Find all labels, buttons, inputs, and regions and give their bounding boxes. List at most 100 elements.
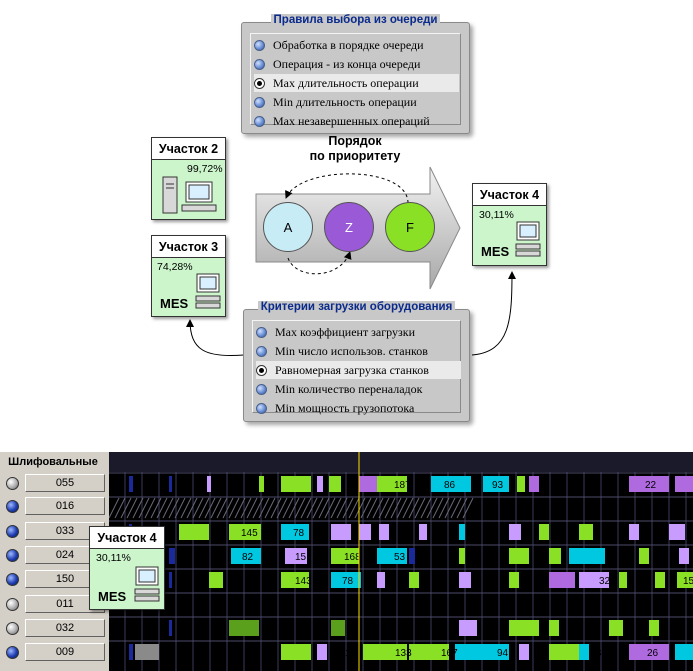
gantt-bar[interactable] xyxy=(609,620,623,636)
machine-row[interactable]: 009 xyxy=(0,641,108,663)
machine-code-button[interactable]: 011 xyxy=(25,595,105,613)
machine-row[interactable]: 024 xyxy=(0,544,108,566)
gantt-bar[interactable] xyxy=(419,524,427,540)
machine-row[interactable]: 011 xyxy=(0,593,108,615)
gantt-bar[interactable] xyxy=(229,620,259,636)
gantt-bar[interactable] xyxy=(281,524,309,540)
gantt-bar[interactable] xyxy=(129,476,133,492)
radio-icon[interactable] xyxy=(254,39,265,51)
gantt-bar[interactable] xyxy=(655,572,665,588)
radio-icon[interactable] xyxy=(256,345,267,357)
gantt-bar[interactable] xyxy=(629,476,669,492)
gantt-bar[interactable] xyxy=(619,572,627,588)
machine-code-button[interactable]: 150 xyxy=(25,570,105,588)
gantt-bar[interactable] xyxy=(509,548,529,564)
site-4-overlay-card[interactable]: Участок 4 30,11% MES xyxy=(89,526,165,610)
gantt-bar[interactable] xyxy=(207,476,211,492)
radio-icon[interactable] xyxy=(254,96,265,108)
gantt-bar[interactable] xyxy=(669,524,685,540)
gantt-bar[interactable] xyxy=(459,548,465,564)
machine-code-button[interactable]: 016 xyxy=(25,497,105,515)
gantt-bar[interactable] xyxy=(483,476,509,492)
gantt-bar[interactable] xyxy=(509,572,519,588)
gantt-bar[interactable] xyxy=(409,572,419,588)
gantt-bar[interactable] xyxy=(539,524,549,540)
gantt-bar[interactable] xyxy=(549,620,559,636)
gantt-bar[interactable] xyxy=(409,644,449,660)
gantt-bar[interactable] xyxy=(359,476,379,492)
criteria-option-min-changeovers[interactable]: Min количество переналадок xyxy=(256,380,461,398)
gantt-bar[interactable] xyxy=(519,644,529,660)
gantt-bar[interactable] xyxy=(409,548,415,564)
gantt-bar[interactable] xyxy=(169,548,175,564)
gantt-bar[interactable] xyxy=(509,620,539,636)
radio-checked-icon[interactable] xyxy=(256,364,267,376)
gantt-bar[interactable] xyxy=(629,524,639,540)
gantt-bar[interactable] xyxy=(517,476,525,492)
gantt-bar[interactable] xyxy=(331,620,345,636)
gantt-bar[interactable] xyxy=(459,524,465,540)
gantt-bar[interactable] xyxy=(317,644,327,660)
gantt-bar[interactable] xyxy=(135,644,159,660)
gantt-bar[interactable] xyxy=(639,548,649,564)
gantt-bar[interactable] xyxy=(363,644,407,660)
gantt-bar[interactable] xyxy=(317,476,323,492)
gantt-bar[interactable] xyxy=(579,644,589,660)
radio-icon[interactable] xyxy=(256,326,267,338)
criteria-option-max-load[interactable]: Max коэффициент загрузки xyxy=(256,323,461,341)
gantt-bar[interactable] xyxy=(129,644,133,660)
gantt-bar[interactable] xyxy=(179,524,209,540)
gantt-bar[interactable] xyxy=(209,572,223,588)
rule-option-max-duration[interactable]: Max длительность операции xyxy=(254,74,459,92)
radio-icon[interactable] xyxy=(254,115,265,127)
radio-icon[interactable] xyxy=(254,58,265,70)
gantt-bar[interactable] xyxy=(169,620,172,636)
gantt-bar[interactable] xyxy=(579,572,609,588)
machine-row[interactable]: 016 xyxy=(0,495,108,517)
gantt-bar[interactable] xyxy=(331,548,359,564)
gantt-bar[interactable] xyxy=(331,524,351,540)
site-4-card[interactable]: Участок 4 30,11% MES xyxy=(472,183,547,266)
gantt-bar[interactable] xyxy=(459,620,477,636)
rule-option-min-duration[interactable]: Min длительность операции xyxy=(254,93,459,111)
gantt-bar[interactable] xyxy=(281,644,311,660)
gantt-bar[interactable] xyxy=(259,476,264,492)
gantt-bar[interactable] xyxy=(231,548,261,564)
gantt-bar[interactable] xyxy=(359,524,371,540)
gantt-bar[interactable] xyxy=(169,572,172,588)
gantt-bar[interactable] xyxy=(329,476,341,492)
site-3-card[interactable]: Участок 3 74,28% MES xyxy=(151,235,226,317)
gantt-bar[interactable] xyxy=(579,524,593,540)
gantt-bar[interactable] xyxy=(459,572,471,588)
gantt-bar[interactable] xyxy=(377,476,407,492)
gantt-bar[interactable] xyxy=(569,548,605,564)
radio-checked-icon[interactable] xyxy=(254,77,265,89)
machine-code-button[interactable]: 032 xyxy=(25,619,105,637)
gantt-bar[interactable] xyxy=(549,644,579,660)
machine-row[interactable]: 150 xyxy=(0,568,108,590)
gantt-bar[interactable] xyxy=(675,644,693,660)
criteria-option-uniform-load[interactable]: Равномерная загрузка станков xyxy=(256,361,461,379)
gantt-bar[interactable] xyxy=(649,620,659,636)
gantt-bar[interactable] xyxy=(377,572,385,588)
rule-option-lifo[interactable]: Операция - из конца очереди xyxy=(254,55,459,73)
criteria-option-min-machines[interactable]: Min число использов. станков xyxy=(256,342,461,360)
gantt-bar[interactable] xyxy=(629,644,669,660)
machine-row[interactable]: 033 xyxy=(0,520,108,542)
gantt-bar[interactable] xyxy=(229,524,261,540)
radio-icon[interactable] xyxy=(256,383,267,395)
machine-code-button[interactable]: 009 xyxy=(25,643,105,661)
gantt-bar[interactable] xyxy=(675,476,693,492)
criteria-option-min-flow[interactable]: Min мощность грузопотока xyxy=(256,399,461,417)
gantt-bar[interactable] xyxy=(549,548,561,564)
gantt-bar[interactable] xyxy=(281,572,309,588)
gantt-bar[interactable] xyxy=(455,644,509,660)
gantt-bar[interactable] xyxy=(281,476,311,492)
gantt-bar[interactable] xyxy=(377,548,407,564)
radio-icon[interactable] xyxy=(256,402,267,414)
rule-option-max-unfinished[interactable]: Max незавершенных операций xyxy=(254,112,459,130)
gantt-bar[interactable] xyxy=(431,476,471,492)
rule-option-fifo[interactable]: Обработка в порядке очереди xyxy=(254,36,459,54)
gantt-bar[interactable] xyxy=(677,572,693,588)
